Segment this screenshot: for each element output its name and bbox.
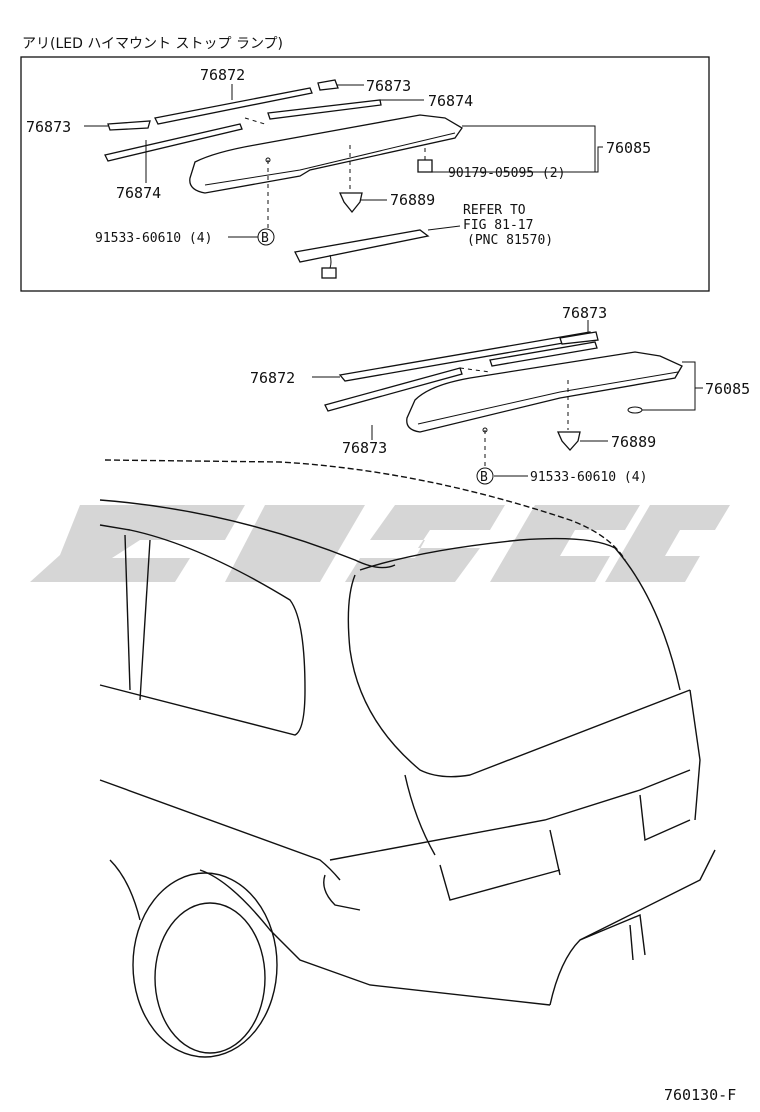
refer-line-1: REFER TO [463,203,526,218]
lower-marker-b: B [480,470,488,485]
lower-clip-76889 [556,431,581,451]
upper-label-76874-right: 76874 [428,92,473,110]
lower-label-76889: 76889 [611,433,656,451]
header-title: アリ(LED ハイマウント ストップ ランプ) [22,36,283,52]
upper-molding-76874-right [267,99,382,120]
vehicle-rear-outline [99,459,716,1058]
upper-marker-b-circle [257,228,275,246]
upper-label-90179: 90179-05095 (2) [448,166,565,181]
refer-line-2: FIG 81-17 [463,218,533,233]
lower-label-76872: 76872 [250,369,295,387]
lower-marker-b-circle [476,467,494,485]
lower-label-76873-bottom: 76873 [342,439,387,457]
upper-label-91533: 91533-60610 (4) [95,231,212,246]
upper-label-76874-left: 76874 [116,184,161,202]
upper-cap-76873-left [107,120,151,131]
upper-panel-frame [20,56,710,292]
lower-label-76085: 76085 [705,380,750,398]
lower-assembly [324,331,683,466]
upper-label-76873-right: 76873 [366,77,411,95]
refer-line-3: (PNC 81570) [467,233,553,248]
upper-label-76085: 76085 [606,139,651,157]
upper-label-76889: 76889 [390,191,435,209]
rear-wheel [132,872,278,1058]
lower-label-76873-top: 76873 [562,304,607,322]
upper-label-76872: 76872 [200,66,245,84]
lower-molding-inner [489,341,598,367]
upper-led-stop-lamp [294,229,430,263]
upper-molding-76874-left [104,123,243,162]
upper-label-76873-left: 76873 [26,118,71,136]
upper-assembly [104,79,463,279]
watermark-logo [30,505,730,582]
upper-molding-76872 [154,87,313,125]
lower-pad [627,406,643,414]
upper-marker-b: B [261,231,269,246]
upper-nut-90179 [417,159,433,173]
lower-label-91533: 91533-60610 (4) [530,470,647,485]
figure-code: 760130-F [664,1086,736,1104]
upper-cap-76873-right [317,79,339,91]
lower-cap-76873 [559,331,599,345]
lower-molding-76873-left [324,367,463,412]
upper-clip-76889 [338,192,363,214]
